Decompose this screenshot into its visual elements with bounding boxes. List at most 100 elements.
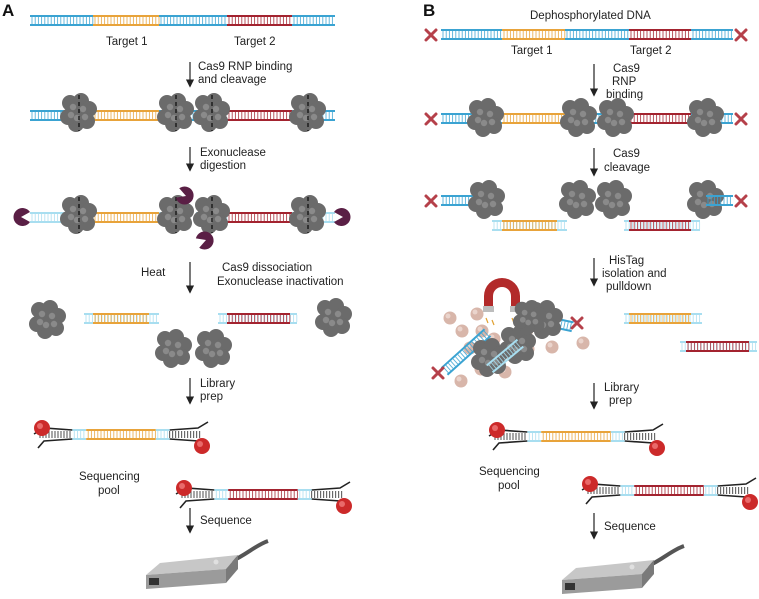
target1-label-b: Target 1 xyxy=(511,45,553,57)
dna-segment xyxy=(292,15,335,26)
dephosphorylated-end-icon xyxy=(424,28,438,42)
cas9-rnp-icon xyxy=(289,195,326,234)
dna-segment xyxy=(297,489,312,500)
step5-a: Sequence xyxy=(200,515,252,527)
dna-segment xyxy=(620,485,635,496)
cas9-rnp-icon xyxy=(468,180,505,219)
cas9-rnp-icon xyxy=(315,298,352,337)
dna-segment xyxy=(634,485,704,496)
dephosphorylated-end-icon xyxy=(734,194,748,208)
library-molecule xyxy=(33,420,210,454)
released-fragments-a xyxy=(29,298,352,368)
library-molecule xyxy=(581,476,758,510)
exonuclease-icon xyxy=(13,208,30,226)
cas9-rnp-icon xyxy=(467,98,504,137)
dna-segment xyxy=(486,338,524,374)
cas9-rnp-icon xyxy=(687,98,724,137)
dna-segment xyxy=(227,15,292,26)
bead-icon xyxy=(576,336,590,350)
adapter-protein-icon xyxy=(649,440,665,456)
dna-segment xyxy=(30,15,94,26)
sequencer-port xyxy=(149,578,159,585)
step4-line1-b: Library xyxy=(604,382,639,394)
step1-line1-b: Cas9 xyxy=(613,63,640,75)
dna-segment xyxy=(227,110,292,121)
dephosphorylated-title: Dephosphorylated DNA xyxy=(530,10,651,22)
bead-icon xyxy=(455,324,469,338)
step3-line2-b: isolation and xyxy=(602,268,667,280)
dephosphorylated-end-icon xyxy=(424,194,438,208)
cas9-rnp-icon xyxy=(60,195,97,234)
sequencer-side xyxy=(226,555,238,583)
dna-segment xyxy=(703,485,718,496)
adapter-protein-icon xyxy=(582,476,598,492)
dna-exo-digest-a xyxy=(13,186,351,250)
sequencer-button xyxy=(629,564,635,570)
cas9-rnp-icon xyxy=(60,93,97,132)
dna-segment xyxy=(629,113,691,124)
dna-segment xyxy=(691,29,733,40)
cas9-rnp-icon xyxy=(512,300,547,336)
step2-line1-a: Exonuclease xyxy=(200,147,266,159)
exonuclease-icon xyxy=(334,208,351,226)
step2-line2-b: cleavage xyxy=(604,162,650,174)
sequencer-port xyxy=(565,583,575,590)
dna-segment xyxy=(610,431,625,442)
target1-label-a: Target 1 xyxy=(106,36,148,48)
library-molecule xyxy=(175,480,352,514)
dna-segment xyxy=(93,15,160,26)
bead-icon xyxy=(470,307,484,321)
adapter-protein-icon xyxy=(194,438,210,454)
cas9-rnp-icon xyxy=(193,93,230,132)
sequencer-front xyxy=(146,569,226,589)
cas9-rnp-icon xyxy=(560,98,597,137)
dna-segment xyxy=(86,429,156,440)
target2-label-a: Target 2 xyxy=(234,36,276,48)
dna-segment xyxy=(629,220,691,231)
dna-cas9-bound-b xyxy=(424,98,748,137)
adapter-protein-icon xyxy=(742,494,758,510)
dna-segment xyxy=(502,29,566,40)
dna-segment xyxy=(228,489,298,500)
panel-a-label: A xyxy=(2,1,14,20)
cas9-rnp-icon xyxy=(597,98,634,137)
step3-line2-a: Exonuclease inactivation xyxy=(217,276,344,288)
dna-segment xyxy=(93,212,160,223)
cas9-rnp-icon xyxy=(687,180,724,219)
dna-full-b xyxy=(424,28,748,42)
dna-segment xyxy=(527,431,542,442)
dna-segment xyxy=(93,313,149,324)
pool-line1-b: Sequencing xyxy=(479,466,540,478)
dna-segment xyxy=(502,220,557,231)
adapter-protein-icon xyxy=(176,480,192,496)
step2-line2-a: digestion xyxy=(200,160,246,172)
step3-line3-b: pulldown xyxy=(606,281,651,293)
library-a xyxy=(33,420,352,514)
sequencer-side xyxy=(642,560,654,588)
bead-icon xyxy=(443,311,457,325)
panel-b-label: B xyxy=(423,1,435,20)
step1-line3-b: binding xyxy=(606,89,643,101)
dephosphorylated-end-icon xyxy=(570,316,584,330)
adapter-protein-icon xyxy=(489,422,505,438)
step1-line1-a: Cas9 RNP binding xyxy=(198,61,292,73)
dna-segment xyxy=(93,110,160,121)
dephosphorylated-end-icon xyxy=(734,112,748,126)
pool-line2-a: pool xyxy=(98,485,120,497)
dna-segment xyxy=(706,195,733,206)
step3-line1-b: HisTag xyxy=(609,255,644,267)
bead-icon xyxy=(454,374,468,388)
histag-pulldown-b xyxy=(431,278,757,388)
sequencer-icon xyxy=(562,544,685,594)
dephosphorylated-end-icon xyxy=(734,28,748,42)
cas9-rnp-icon xyxy=(29,300,66,339)
heat-label-a: Heat xyxy=(141,267,166,279)
step4-line1-a: Library xyxy=(200,378,235,390)
adapter-protein-icon xyxy=(34,420,50,436)
step5-b: Sequence xyxy=(604,521,656,533)
cleaved-fragments-b xyxy=(424,180,748,231)
pool-line2-b: pool xyxy=(498,480,520,492)
cas9-rnp-icon xyxy=(155,329,192,368)
dna-segment xyxy=(686,341,750,352)
